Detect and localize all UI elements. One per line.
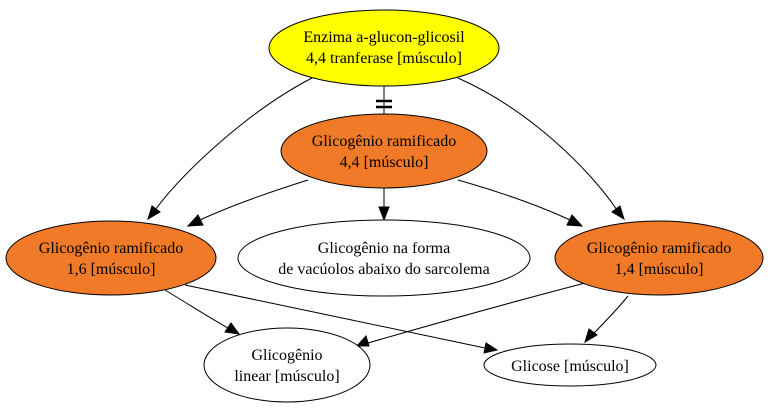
node-enzima-label-line1: Enzima a-glucon-glicosil bbox=[303, 29, 465, 46]
node-enzima-label-line2: 4,4 tranferase [músculo] bbox=[306, 50, 462, 67]
node-glicose-label: Glicose [músculo] bbox=[511, 358, 629, 375]
edges bbox=[147, 77, 629, 354]
edge-enzima-to-ramificado-1-6 bbox=[154, 77, 313, 211]
node-vacuolos[interactable]: Glicogênio na forma de vacúolos abaixo d… bbox=[237, 219, 531, 297]
edge-ramificado-1-6-to-linear bbox=[164, 289, 229, 329]
node-glicose[interactable]: Glicose [músculo] bbox=[483, 343, 657, 387]
node-ramificado-4-4[interactable]: Glicogênio ramificado 4,4 [músculo] bbox=[280, 113, 488, 189]
node-ramificado-4-4-shape bbox=[280, 113, 488, 189]
node-ramificado-1-6-label-line1: Glicogênio ramificado bbox=[39, 240, 183, 257]
node-vacuolos-shape bbox=[237, 219, 531, 297]
arrowhead-icon bbox=[611, 205, 625, 221]
node-ramificado-4-4-label-line2: 4,4 [músculo] bbox=[340, 154, 429, 171]
edge-enzima-to-ramificado-1-4 bbox=[457, 77, 618, 211]
node-linear-label-line2: linear [músculo] bbox=[234, 368, 339, 385]
node-ramificado-1-4-shape bbox=[554, 220, 764, 296]
node-vacuolos-label-line2: de vacúolos abaixo do sarcolema bbox=[278, 261, 489, 278]
arrowhead-icon bbox=[147, 205, 161, 221]
arrowhead-icon bbox=[355, 335, 370, 347]
arrowhead-icon bbox=[224, 322, 241, 335]
node-ramificado-1-6[interactable]: Glicogênio ramificado 1,6 [músculo] bbox=[5, 220, 217, 296]
node-enzima[interactable]: Enzima a-glucon-glicosil 4,4 tranferase … bbox=[268, 9, 500, 87]
node-ramificado-1-4[interactable]: Glicogênio ramificado 1,4 [músculo] bbox=[554, 220, 764, 296]
node-ramificado-4-4-label-line1: Glicogênio ramificado bbox=[312, 133, 456, 150]
edge-ramificado-1-4-to-glicose bbox=[592, 295, 629, 335]
node-glicose-shape bbox=[483, 343, 657, 387]
edge-ramificado-1-6-to-glicose bbox=[184, 284, 486, 349]
arrowhead-icon bbox=[186, 214, 204, 227]
edge-ramificado-4-4-to-ramificado-1-6 bbox=[199, 179, 309, 221]
arrowhead-icon bbox=[483, 342, 499, 354]
node-linear-shape bbox=[203, 327, 371, 403]
node-ramificado-1-6-shape bbox=[5, 220, 217, 296]
arrowhead-icon bbox=[584, 328, 598, 344]
edge-ramificado-1-4-to-linear bbox=[367, 282, 586, 344]
arrowhead-icon bbox=[378, 206, 390, 222]
node-linear[interactable]: Glicogênio linear [músculo] bbox=[203, 327, 371, 403]
node-ramificado-1-6-label-line2: 1,6 [músculo] bbox=[67, 261, 156, 278]
node-ramificado-1-4-label-line2: 1,4 [músculo] bbox=[615, 261, 704, 278]
node-vacuolos-label-line1: Glicogênio na forma bbox=[318, 240, 450, 257]
arrowhead-icon bbox=[566, 214, 584, 227]
node-enzima-shape bbox=[268, 9, 500, 87]
node-linear-label-line1: Glicogênio bbox=[251, 347, 322, 364]
node-ramificado-1-4-label-line1: Glicogênio ramificado bbox=[587, 240, 731, 257]
edge-ramificado-4-4-to-ramificado-1-4 bbox=[457, 179, 571, 221]
